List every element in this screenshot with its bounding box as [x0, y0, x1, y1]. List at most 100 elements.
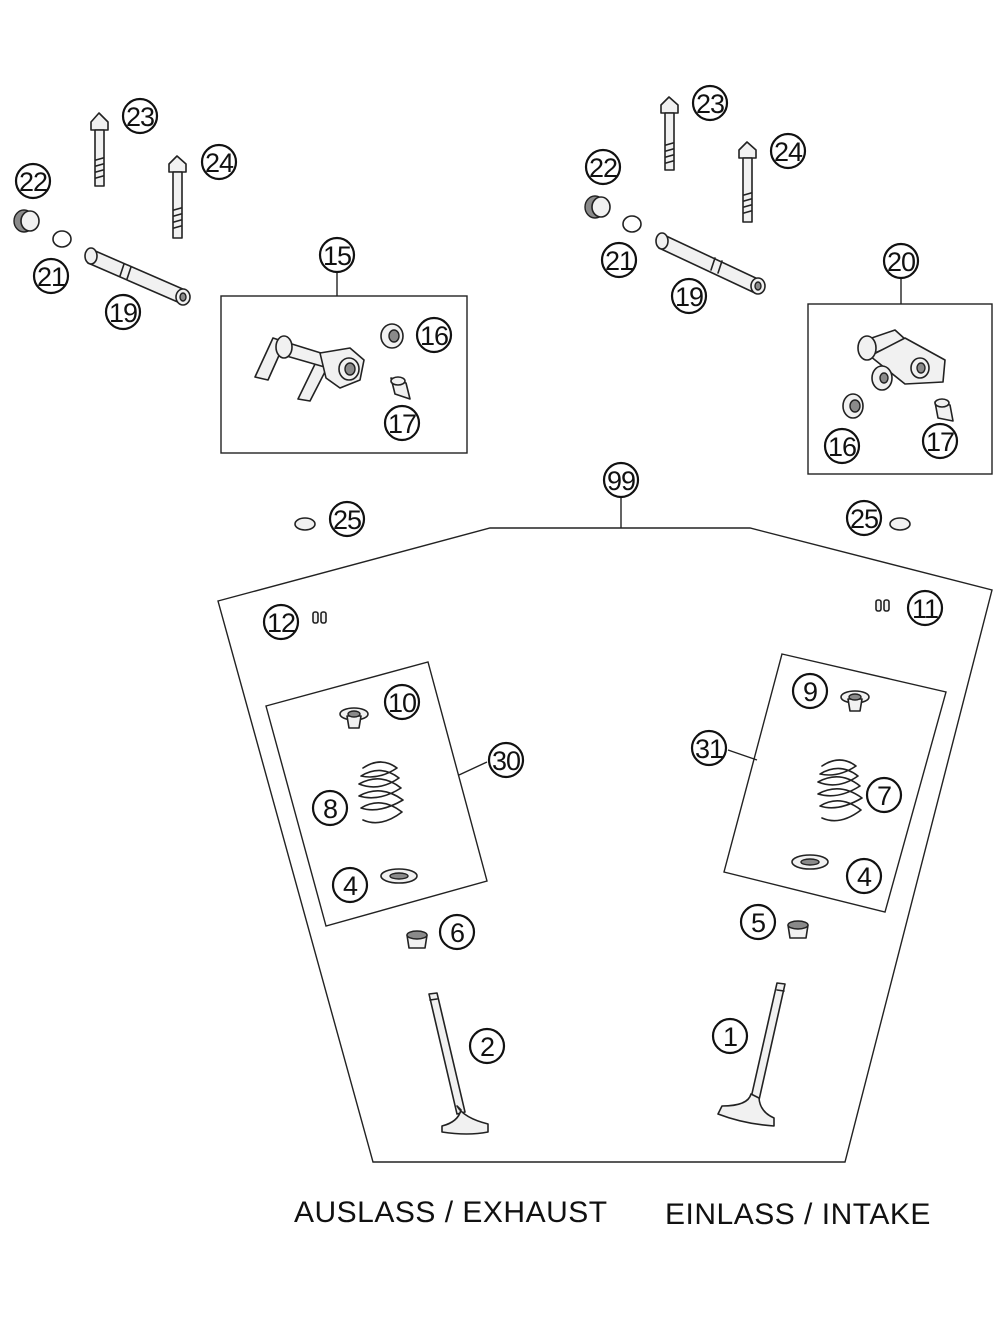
plug-22-left: [13, 209, 40, 233]
svg-text:2: 2: [480, 1032, 494, 1062]
bolt-24-right: [738, 141, 757, 223]
callout-19-right: 19: [670, 277, 708, 315]
spring-seat-4-right: [791, 854, 829, 870]
rocker-shaft-19-left: [84, 247, 191, 306]
callout-17-right: 17: [921, 422, 959, 460]
svg-text:16: 16: [420, 321, 448, 351]
svg-text:23: 23: [696, 89, 724, 119]
svg-text:17: 17: [926, 427, 954, 457]
callout-31: 31: [690, 729, 728, 767]
valve-stem-seal-6: [406, 930, 428, 949]
callout-22-right: 22: [584, 148, 622, 186]
callout-20: 20: [882, 242, 920, 280]
callout-11: 11: [906, 589, 944, 627]
callout-21-left: 21: [32, 257, 70, 295]
callout-24-right: 24: [769, 132, 807, 170]
svg-text:24: 24: [774, 137, 803, 167]
shim-25-right: [889, 517, 911, 531]
callout-4-left: 4: [331, 866, 369, 904]
intake-caption: EINLASS / INTAKE: [665, 1198, 931, 1231]
callout-15: 15: [318, 236, 356, 274]
spring-seat-4-left: [380, 868, 418, 884]
bearing-16-right: [842, 393, 864, 419]
svg-text:9: 9: [803, 677, 817, 707]
cylinder-head-group-outline: [217, 527, 993, 1163]
callout-8: 8: [311, 789, 349, 827]
valve-spring-8: [358, 761, 404, 824]
spring-kit-box-exhaust: [265, 661, 488, 927]
valve-keepers-12: [312, 611, 327, 624]
callout-12: 12: [262, 603, 300, 641]
svg-text:25: 25: [850, 504, 878, 534]
callout-23-right: 23: [691, 84, 729, 122]
svg-text:7: 7: [877, 781, 891, 811]
exhaust-valve-2: [428, 992, 489, 1135]
rocker-shaft-19-right: [655, 232, 766, 295]
svg-text:25: 25: [333, 505, 361, 535]
callout-25-right: 25: [845, 499, 883, 537]
callout-17-left: 17: [383, 404, 421, 442]
callout-7: 7: [865, 776, 903, 814]
bolt-24-left: [168, 155, 187, 239]
svg-text:4: 4: [857, 862, 872, 892]
exhaust-caption: AUSLASS / EXHAUST: [294, 1196, 608, 1229]
callout-19-left: 19: [104, 293, 142, 331]
svg-text:11: 11: [912, 594, 938, 624]
leader-31: [727, 749, 758, 761]
o-ring-21-right: [622, 215, 642, 233]
svg-text:19: 19: [109, 298, 137, 328]
bolt-23-left: [90, 112, 109, 187]
bearing-16-left: [380, 323, 404, 349]
plug-22-right: [584, 195, 611, 219]
bolt-23-right: [660, 96, 679, 171]
callout-99: 99: [602, 461, 640, 499]
callout-25-left: 25: [328, 500, 366, 538]
valve-spring-7: [817, 759, 863, 822]
callout-10: 10: [383, 683, 421, 721]
pin-17-right: [934, 398, 954, 422]
svg-text:21: 21: [37, 262, 65, 292]
svg-text:22: 22: [589, 153, 617, 183]
callout-4-right: 4: [845, 857, 883, 895]
svg-text:6: 6: [450, 918, 464, 948]
shim-25-left: [294, 517, 316, 531]
callout-9: 9: [791, 672, 829, 710]
svg-text:99: 99: [607, 466, 635, 496]
svg-text:21: 21: [605, 246, 633, 276]
svg-text:23: 23: [126, 102, 154, 132]
callout-22-left: 22: [14, 162, 52, 200]
spring-retainer-10: [339, 707, 369, 729]
callout-16-left: 16: [415, 316, 453, 354]
svg-text:4: 4: [343, 871, 358, 901]
callout-2: 2: [468, 1027, 506, 1065]
callout-6: 6: [438, 913, 476, 951]
valve-keepers-11: [875, 599, 890, 612]
rocker-arm-15: [254, 335, 365, 402]
o-ring-21-left: [52, 230, 72, 248]
rocker-arm-kit-box-right: [807, 303, 993, 475]
rocker-arm-kit-box-left: [220, 295, 468, 454]
spring-kit-box-intake: [723, 653, 947, 913]
callout-21-right: 21: [600, 241, 638, 279]
svg-text:31: 31: [695, 734, 723, 764]
svg-text:1: 1: [723, 1022, 737, 1052]
leader-30: [458, 761, 488, 776]
svg-text:30: 30: [492, 746, 520, 776]
callout-5: 5: [739, 903, 777, 941]
svg-text:17: 17: [388, 409, 416, 439]
callout-1: 1: [711, 1017, 749, 1055]
svg-text:16: 16: [828, 432, 856, 462]
rocker-arm-20: [857, 329, 946, 391]
svg-text:10: 10: [388, 688, 416, 718]
pin-17-left: [390, 376, 411, 400]
svg-text:24: 24: [205, 148, 234, 178]
callout-30: 30: [487, 741, 525, 779]
svg-text:15: 15: [323, 241, 351, 271]
callout-16-right: 16: [823, 427, 861, 465]
intake-valve-1: [717, 982, 786, 1127]
svg-text:19: 19: [675, 282, 703, 312]
callout-24-left: 24: [200, 143, 238, 181]
svg-text:12: 12: [267, 608, 295, 638]
valve-stem-seal-5: [787, 920, 809, 939]
